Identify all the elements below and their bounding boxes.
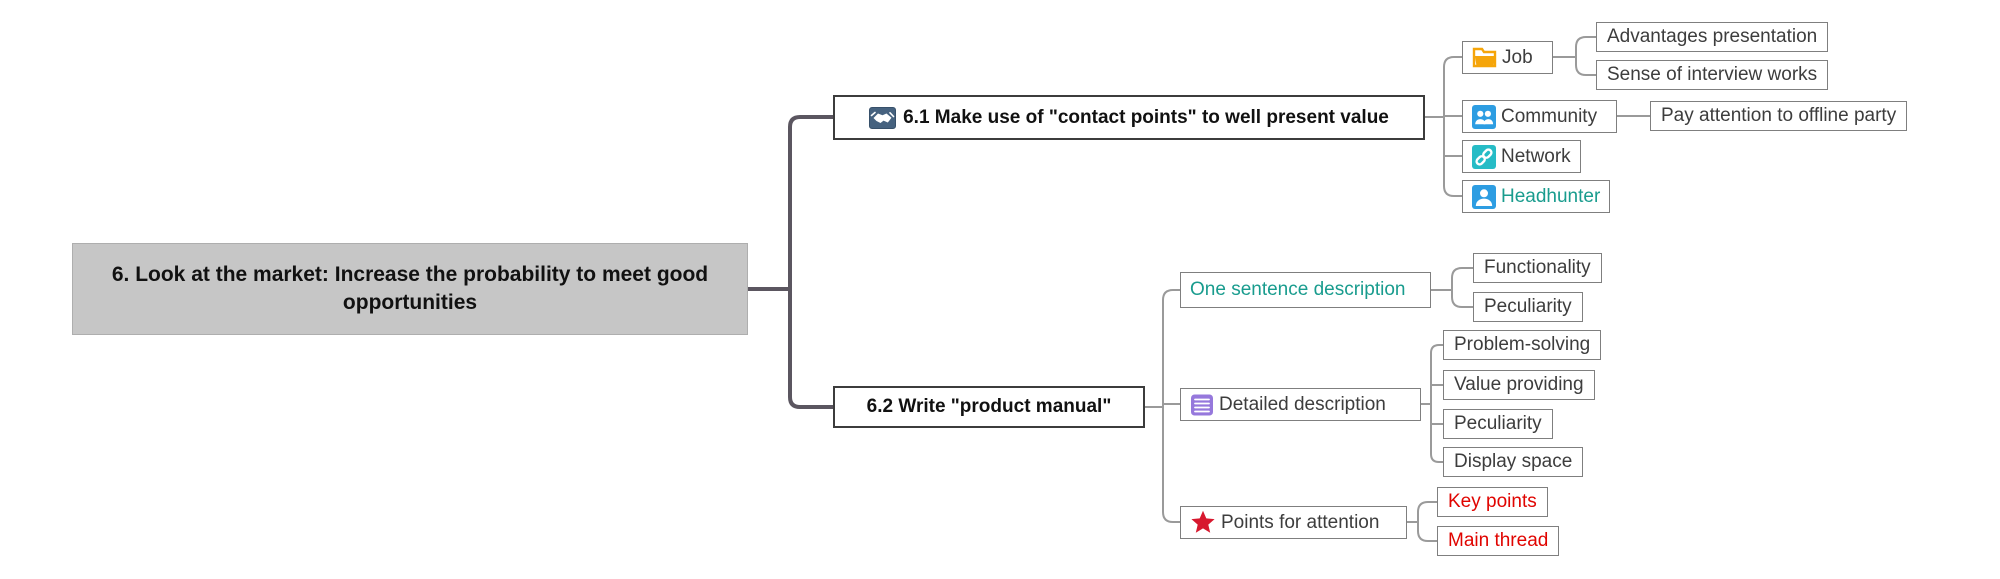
leaf-advantages-presentation[interactable]: Advantages presentation xyxy=(1596,22,1829,52)
leaf-problem-solving[interactable]: Problem-solving xyxy=(1443,330,1602,360)
node-headhunter-label: Headhunter xyxy=(1501,185,1601,207)
handshake-icon xyxy=(869,106,897,129)
node-job-label: Job xyxy=(1502,46,1533,68)
sub-branch-lines xyxy=(1144,36,1651,542)
star-icon xyxy=(1190,510,1216,535)
leaf-peculiarity-2[interactable]: Peculiarity xyxy=(1443,409,1553,439)
leaf-label: Display space xyxy=(1454,451,1573,472)
leaf-label: Main thread xyxy=(1448,530,1549,551)
node-one-sentence-description[interactable]: One sentence description xyxy=(1180,272,1431,308)
folder-icon xyxy=(1472,47,1497,68)
leaf-display-space[interactable]: Display space xyxy=(1443,447,1584,477)
node-network-label: Network xyxy=(1501,145,1571,167)
node-community-label: Community xyxy=(1501,105,1598,127)
leaf-label: Advantages presentation xyxy=(1607,26,1818,47)
leaf-main-thread[interactable]: Main thread xyxy=(1437,526,1560,556)
leaf-label: Pay attention to offline party xyxy=(1661,105,1897,126)
leaf-value-providing[interactable]: Value providing xyxy=(1443,370,1595,400)
leaf-label: Peculiarity xyxy=(1484,296,1572,317)
leaf-pay-attention-to-offline-party[interactable]: Pay attention to offline party xyxy=(1650,101,1908,131)
leaf-label: Problem-solving xyxy=(1454,334,1591,355)
topic-6-2[interactable]: 6.2 Write "product manual" xyxy=(833,386,1145,428)
main-branch-lines xyxy=(746,115,835,409)
leaf-label: Sense of interview works xyxy=(1607,64,1818,85)
topic-6-1[interactable]: 6.1 Make use of "contact points" to well… xyxy=(833,95,1425,140)
node-network[interactable]: Network xyxy=(1462,140,1581,173)
node-label: Detailed description xyxy=(1219,393,1386,415)
leaf-label: Peculiarity xyxy=(1454,413,1542,434)
leaf-label: Key points xyxy=(1448,491,1537,512)
root-topic-label: 6. Look at the market: Increase the prob… xyxy=(111,263,709,314)
node-community[interactable]: Community xyxy=(1462,100,1617,133)
root-topic[interactable]: 6. Look at the market: Increase the prob… xyxy=(72,243,748,335)
node-label: One sentence description xyxy=(1190,279,1406,300)
node-headhunter[interactable]: Headhunter xyxy=(1462,180,1611,213)
community-icon xyxy=(1472,104,1496,129)
node-points-for-attention[interactable]: Points for attention xyxy=(1180,506,1407,539)
leaf-sense-of-interview-works[interactable]: Sense of interview works xyxy=(1596,60,1829,90)
leaf-label: Functionality xyxy=(1484,257,1591,278)
topic-6-1-label: 6.1 Make use of "contact points" to well… xyxy=(903,106,1389,128)
leaf-key-points[interactable]: Key points xyxy=(1437,487,1548,517)
leaf-functionality[interactable]: Functionality xyxy=(1473,253,1602,283)
leaf-label: Value providing xyxy=(1454,374,1584,395)
leaf-peculiarity-1[interactable]: Peculiarity xyxy=(1473,292,1583,322)
list-icon xyxy=(1190,393,1214,417)
node-job[interactable]: Job xyxy=(1462,41,1553,74)
topic-6-2-label: 6.2 Write "product manual" xyxy=(866,396,1112,417)
network-icon xyxy=(1472,144,1496,169)
headhunter-icon xyxy=(1472,184,1496,209)
node-label: Points for attention xyxy=(1221,511,1380,533)
node-detailed-description[interactable]: Detailed description xyxy=(1180,388,1421,421)
